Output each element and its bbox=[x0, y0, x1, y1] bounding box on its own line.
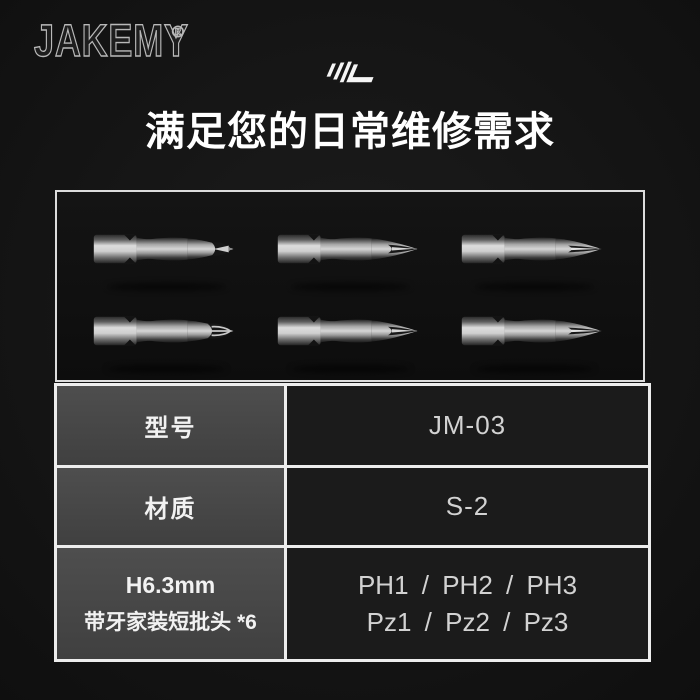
spec-label-bitset: H6.3mm 带牙家装短批头 *6 bbox=[57, 548, 284, 659]
bits-grid bbox=[57, 192, 643, 380]
registered-trademark-icon: ® bbox=[172, 24, 185, 42]
bit-image-medium-point bbox=[274, 229, 426, 269]
spec-label-bitset-size: H6.3mm bbox=[125, 571, 216, 598]
screwdriver-bit-r1c1 bbox=[81, 208, 251, 290]
bit-image-medium-point bbox=[274, 311, 426, 351]
page-title: 满足您的日常维修需求 bbox=[145, 110, 555, 154]
screwdriver-bit-r2c2 bbox=[265, 290, 435, 372]
screwdriver-bit-r2c3 bbox=[449, 290, 619, 372]
screwdriver-bit-r2c1 bbox=[81, 290, 251, 372]
spec-value-ph-sizes: PH1 / PH2 / PH3 bbox=[357, 569, 578, 600]
bit-image-sharp-point bbox=[458, 229, 603, 269]
spec-value-pz-sizes: Pz1 / Pz2 / Pz3 bbox=[366, 606, 569, 637]
spec-table: 型号 JM-03 材质 S-2 H6.3mm 带牙家装短批头 *6 PH1 / … bbox=[54, 383, 651, 662]
spec-label-model: 型号 bbox=[57, 386, 284, 465]
spec-label-material: 材质 bbox=[57, 468, 284, 545]
spec-value-material: S-2 bbox=[287, 468, 648, 545]
spec-label-bitset-desc: 带牙家装短批头 *6 bbox=[84, 610, 257, 634]
brand-logo: JAKEMY bbox=[33, 15, 228, 68]
bit-image-sharp-point bbox=[458, 311, 603, 351]
bit-image-open-cross bbox=[90, 311, 242, 351]
bit-image-blunt-cross bbox=[90, 229, 242, 269]
screwdriver-bit-r1c2 bbox=[265, 208, 435, 290]
screwdriver-bit-r1c3 bbox=[449, 208, 619, 290]
product-image-panel bbox=[55, 190, 645, 382]
brand-logo-text: JAKEMY bbox=[33, 15, 189, 66]
speed-mark-icon bbox=[326, 61, 374, 83]
spec-value-bitset: PH1 / PH2 / PH3 Pz1 / Pz2 / Pz3 bbox=[287, 548, 648, 659]
spec-value-model: JM-03 bbox=[287, 386, 648, 465]
